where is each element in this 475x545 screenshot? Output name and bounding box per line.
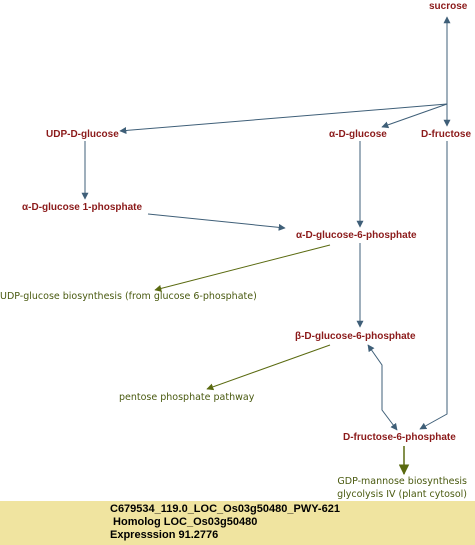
edge-beta-g6p-to-pentose: [206, 344, 331, 391]
footer-homolog: Homolog LOC_Os03g50480: [110, 516, 258, 528]
info-footer: C679534_119.0_LOC_Os03g50480_PWY-621 Hom…: [0, 501, 475, 545]
node-beta-d-glucose-6-phosphate[interactable]: β-D-glucose-6-phosphate: [295, 331, 416, 342]
footer-expression: Expresssion 91.2776: [110, 529, 219, 541]
link-pentose-phosphate-pathway[interactable]: pentose phosphate pathway: [119, 392, 255, 403]
node-alpha-d-glucose-6-phosphate[interactable]: α-D-glucose-6-phosphate: [296, 230, 417, 241]
footer-gene-id: C679534_119.0_LOC_Os03g50480_PWY-621: [110, 503, 340, 515]
node-alpha-d-glucose-1-phosphate[interactable]: α-D-glucose 1-phosphate: [22, 202, 143, 213]
node-d-fructose-6-phosphate[interactable]: D-fructose-6-phosphate: [343, 432, 456, 443]
edge-junction-to-udp-glucose: [119, 103, 448, 134]
edge-beta-g6p-to-f6p: [367, 344, 398, 431]
node-alpha-d-glucose[interactable]: α-D-glucose: [329, 129, 387, 140]
edge-g1p-to-g6p: [147, 213, 286, 231]
link-glycolysis-iv[interactable]: glycolysis IV (plant cytosol): [337, 489, 467, 500]
link-udp-glucose-biosynthesis[interactable]: UDP-glucose biosynthesis (from glucose 6…: [0, 291, 257, 302]
edge-g6p-to-udp-pathway: [154, 244, 331, 292]
node-d-fructose[interactable]: D-fructose: [421, 129, 472, 140]
node-sucrose[interactable]: sucrose: [429, 1, 468, 12]
edge-fructose-to-f6p: [419, 141, 448, 430]
edge-junction-to-alpha-glucose: [381, 103, 448, 129]
link-gdp-mannose-biosynthesis[interactable]: GDP-mannose biosynthesis: [337, 476, 467, 487]
node-udp-d-glucose[interactable]: UDP-D-glucose: [46, 129, 119, 140]
